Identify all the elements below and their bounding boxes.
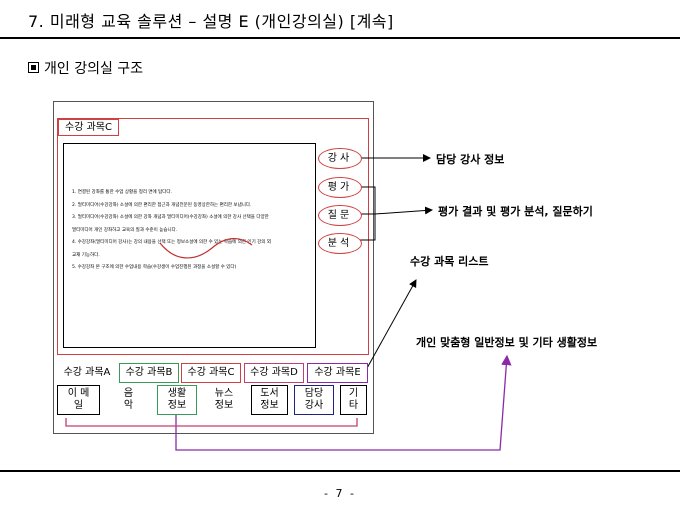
course-panel-tab[interactable]: 수강 과목C — [58, 119, 119, 136]
course-content-text: 1. 연결된 강좌를 통한 수업 상황을 정리 면에 탑다다. 2. 멀티미디어… — [72, 187, 307, 275]
section-title: 개인 강의실 구조 — [44, 61, 144, 77]
content-line: 교재 기능하다. — [72, 252, 100, 258]
button-line: 악 — [123, 400, 134, 411]
button-line: 도서 — [260, 388, 279, 399]
page-number: - 7 - — [324, 487, 356, 500]
tab-course-b[interactable]: 수강 과목B — [119, 363, 179, 383]
teacher-button[interactable]: 강사 — [318, 148, 362, 169]
evaluation-arrow — [374, 206, 433, 215]
content-line: 3. 멀티미디어(수강강좌) 소설에 의한 강좌 개념과 멀티미디어(수강강좌)… — [72, 215, 269, 220]
button-line: 정보 — [214, 400, 234, 411]
course-list-label: 수강 과목 리스트 — [410, 255, 489, 268]
info-bracket-arrow — [175, 354, 512, 451]
content-line: 멀티미디어 개인 강좌하고 교육의 질과 수준이 높습니다. — [72, 227, 178, 233]
course-list-arrow — [365, 279, 417, 371]
tab-course-c[interactable]: 수강 과목C — [181, 363, 241, 383]
analysis-button[interactable]: 분석 — [318, 233, 362, 254]
content-line: 2. 멀티미디어(수강강좌) 소설에 의한 편리한 접근과 개념전문된 동영상한… — [72, 202, 252, 208]
section-heading: 개인 강의실 구조 — [28, 58, 143, 78]
button-line: 생활 — [167, 388, 187, 399]
evaluation-label: 평가 결과 및 평가 분석, 질문하기 — [438, 205, 593, 218]
personal-info-label: 개인 맞춤형 일반정보 및 기타 생활정보 — [416, 336, 598, 349]
button-line: 뉴스 — [214, 388, 234, 399]
button-line: 강사 — [304, 400, 324, 411]
content-line: 5. 수강강좌 본 구조에 의한 수업내용 학습(수강생이 수업진행된 과정을 … — [72, 265, 237, 270]
evaluation-button[interactable]: 평가 — [318, 177, 362, 198]
button-line: 일 — [73, 400, 84, 411]
question-button[interactable]: 질문 — [318, 205, 362, 226]
slide-title: 7. 미래형 교육 솔루션 – 설명 E (개인강의실) [계속] — [28, 12, 394, 31]
course-panel — [57, 118, 369, 355]
button-line: 이 메 — [67, 388, 90, 399]
button-line: 정보 — [167, 400, 187, 411]
footer-divider — [0, 470, 680, 472]
button-line: 담당 — [304, 388, 324, 399]
classroom-window — [53, 101, 374, 434]
tab-course-d[interactable]: 수강 과목D — [244, 363, 304, 383]
info-buttons-bracket — [65, 418, 358, 427]
content-line: 1. 연결된 강좌를 통한 수업 상황을 정리 면에 탑다다. — [72, 190, 172, 195]
square-bullet-icon — [28, 62, 39, 73]
button-line: 정보 — [260, 400, 279, 411]
pen-scribble — [159, 238, 253, 259]
button-line: 기 — [348, 388, 359, 399]
tab-course-e[interactable]: 수강 과목E — [307, 363, 368, 383]
button-line: 음 — [123, 388, 134, 399]
teacher-info-label: 담당 강사 정보 — [436, 153, 505, 166]
title-divider — [0, 37, 680, 39]
tab-course-a[interactable]: 수강 과목A — [57, 363, 117, 383]
course-content-area — [63, 143, 316, 348]
button-line: 타 — [348, 400, 359, 411]
content-line: 4. 수강강좌(멀티미디어 강사)는 강의 내용을 선택 또는 정보소설에 의한… — [72, 240, 271, 245]
